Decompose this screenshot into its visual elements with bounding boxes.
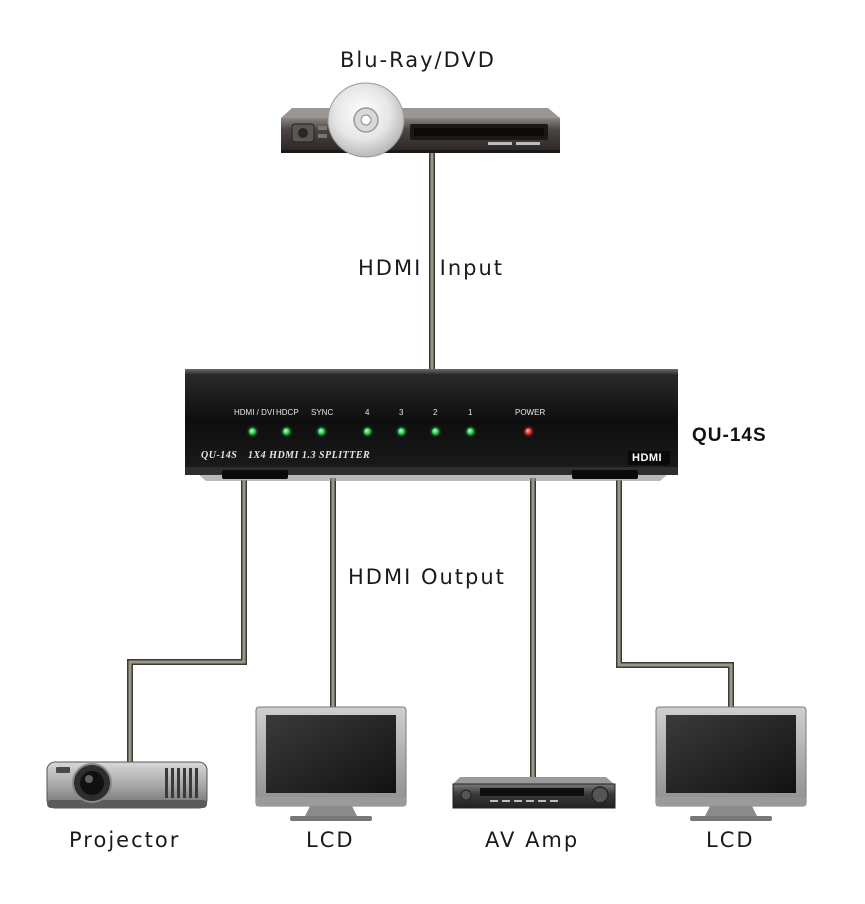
- projector-label: Projector: [69, 828, 181, 852]
- source-label: Blu-Ray/DVD: [340, 48, 496, 72]
- indicator-label-sync: SYNC: [311, 408, 334, 417]
- bluray-player: [281, 108, 560, 153]
- projector: [46, 761, 208, 809]
- av-amp-label: AV Amp: [485, 828, 580, 852]
- indicator-label-3: 3: [399, 408, 404, 417]
- lcd-1-label: LCD: [306, 828, 355, 852]
- indicator-label-hdcp: HDCP: [276, 408, 299, 417]
- av-amplifier: [452, 777, 616, 809]
- hdmi-logo: HDMI: [632, 452, 663, 464]
- cables: [127, 150, 734, 778]
- splitter-model-label: QU-14S: [692, 425, 767, 446]
- lcd-2-label: LCD: [706, 828, 755, 852]
- output-label: HDMI Output: [348, 565, 506, 589]
- led-output-3: [398, 428, 405, 435]
- led-output-4: [364, 428, 371, 435]
- output-cable-projector: [127, 480, 247, 763]
- led-hdcp: [283, 428, 290, 435]
- panel-description-text: 1X4 HDMI 1.3 SPLITTER: [248, 450, 371, 461]
- lcd-monitor-2: [655, 706, 807, 821]
- output-cable-lcd-2: [616, 480, 734, 707]
- disc-icon: [327, 82, 405, 158]
- led-hdmi-dvi: [249, 428, 256, 435]
- led-output-1: [467, 428, 474, 435]
- led-output-2: [432, 428, 439, 435]
- splitter-box: [185, 369, 678, 481]
- indicator-label-power: POWER: [515, 408, 546, 417]
- indicator-label-4: 4: [365, 408, 370, 417]
- indicator-label-hdmi-dvi: HDMI / DVI: [234, 408, 275, 417]
- lcd-monitor-1: [255, 706, 407, 821]
- indicator-label-2: 2: [433, 408, 438, 417]
- led-sync: [318, 428, 325, 435]
- panel-model-text: QU-14S: [201, 450, 238, 461]
- led-power: [525, 428, 532, 435]
- input-label: HDMI Input: [358, 256, 505, 280]
- indicator-label-1: 1: [468, 408, 473, 417]
